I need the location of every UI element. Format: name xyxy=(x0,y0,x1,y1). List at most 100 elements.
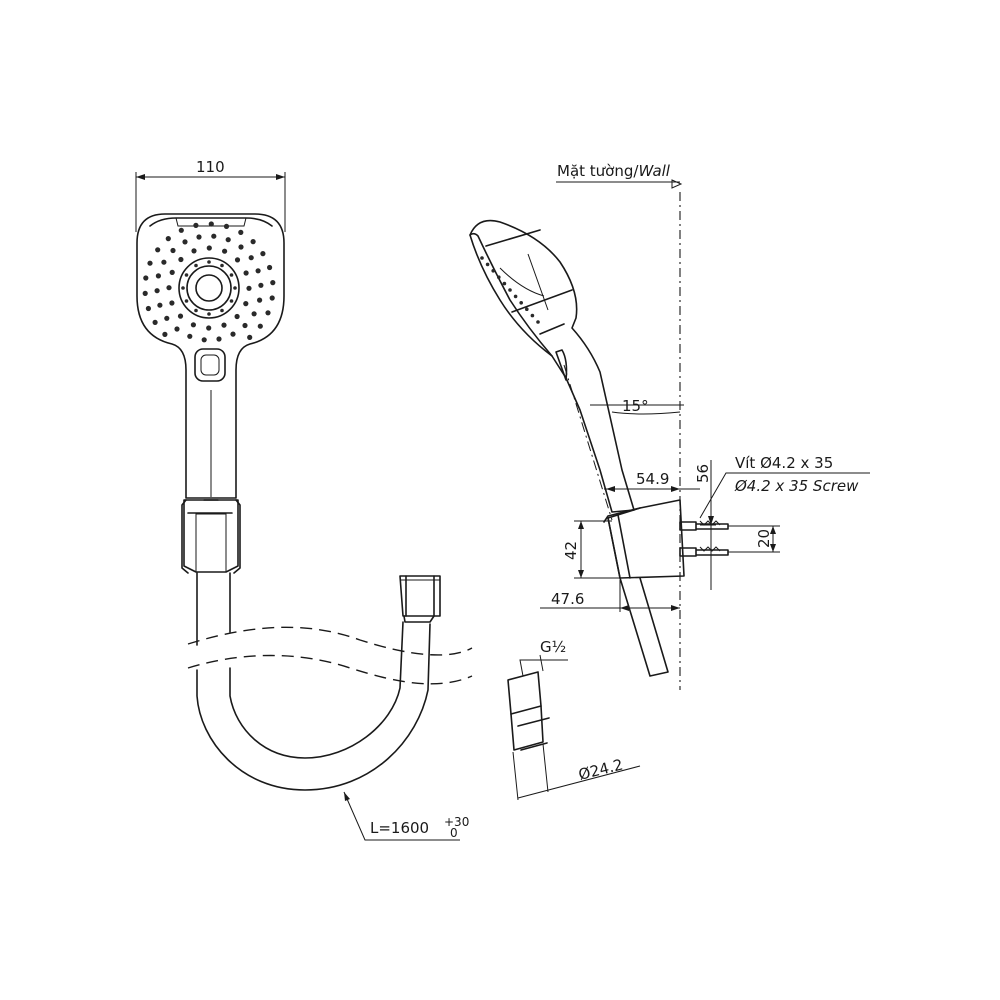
center-ring-mid xyxy=(186,265,232,311)
nozzle-hole xyxy=(193,222,199,228)
label-dim-42: 42 xyxy=(562,541,580,560)
side-holder-edges xyxy=(607,514,631,579)
nozzle-hole xyxy=(225,237,231,243)
nozzle-hole xyxy=(208,221,214,227)
nozzle-hole xyxy=(164,315,170,321)
nozzle-hole xyxy=(170,247,176,254)
label-tolerance-lower: 0 xyxy=(450,826,458,840)
nozzle-hole xyxy=(142,290,148,296)
head-bevel xyxy=(149,217,273,227)
ring-nozzle xyxy=(229,299,234,303)
label-width-110: 110 xyxy=(196,158,225,176)
label-dim-54-9: 54.9 xyxy=(636,470,669,488)
label-dim-20: 20 xyxy=(755,529,773,548)
ring-nozzle xyxy=(220,263,224,268)
nozzle-hole xyxy=(154,288,160,294)
label-tolerance-upper: +30 xyxy=(444,815,469,829)
side-nozzles xyxy=(480,256,540,324)
ring-nozzle xyxy=(181,286,185,290)
nozzle-hole xyxy=(238,229,244,235)
nozzle-hole xyxy=(190,322,196,328)
ring-nozzle xyxy=(194,263,198,268)
fitting-detail: G½ Ø24.2 xyxy=(507,638,641,801)
label-dim-56: 56 xyxy=(694,464,712,483)
front-view: 110 xyxy=(135,158,473,841)
nozzle-hole xyxy=(222,248,228,254)
ring-nozzle xyxy=(184,273,189,277)
nozzle-hole xyxy=(246,285,252,291)
nozzle-hole xyxy=(255,268,261,274)
nozzle-hole xyxy=(211,233,217,239)
angle-arc xyxy=(611,411,681,415)
nozzle-hole xyxy=(265,310,271,316)
nozzle-hole xyxy=(145,305,151,312)
side-nozzle xyxy=(525,307,529,312)
nozzle-hole xyxy=(174,326,180,332)
nozzle-hole xyxy=(270,280,276,286)
nozzle-hole xyxy=(238,244,244,250)
svg-text:Mặt tường/Wall: Mặt tường/Wall xyxy=(557,162,671,180)
center-ring-outer xyxy=(178,257,240,319)
nozzle-hole xyxy=(161,259,167,265)
nozzle-hole xyxy=(157,302,163,308)
ring-nozzle xyxy=(194,308,198,313)
dimension-54-9: 54.9 xyxy=(604,470,700,492)
wall-label: Mặt tường/Wall xyxy=(556,162,683,189)
nozzle-hole xyxy=(152,319,158,325)
nozzle-hole xyxy=(234,313,240,320)
side-face-detail xyxy=(499,253,549,311)
label-wall-italic: Wall xyxy=(638,162,670,180)
nozzle-hole xyxy=(242,322,248,329)
nozzle-hole xyxy=(258,282,264,288)
ring-nozzle xyxy=(207,312,211,316)
label-angle-15: 15° xyxy=(622,397,649,415)
dimension-width-110: 110 xyxy=(135,158,286,232)
nozzle-hole xyxy=(165,236,171,242)
nozzle-holes xyxy=(142,221,276,343)
ring-nozzle xyxy=(220,308,224,313)
label-dim-47-6: 47.6 xyxy=(551,590,584,608)
center-ring-inner xyxy=(195,274,223,302)
side-centerline xyxy=(563,364,613,521)
nozzle-hole xyxy=(230,331,236,337)
side-nozzle xyxy=(502,281,507,286)
label-thread-size: G½ xyxy=(540,638,566,656)
screws xyxy=(679,520,729,557)
side-view: Mặt tường/Wall 15° xyxy=(469,162,870,690)
side-detail-lines xyxy=(485,229,573,335)
dimension-56: 56 xyxy=(694,460,716,590)
nozzle-hole xyxy=(201,337,207,343)
side-nozzle xyxy=(491,269,496,273)
screw-callout: Vít Ø4.2 x 35 Ø4.2 x 35 Screw xyxy=(699,454,870,519)
ring-nozzles xyxy=(181,260,237,316)
nozzle-hole xyxy=(269,295,275,301)
nozzle-hole xyxy=(155,273,161,279)
nozzle-hole xyxy=(166,285,172,291)
side-hose xyxy=(619,577,669,677)
label-hose-length: L=1600 xyxy=(370,819,429,837)
dimension-47-6: 47.6 xyxy=(540,580,680,612)
nozzle-hole xyxy=(260,251,266,257)
nozzle-hole xyxy=(169,300,175,306)
label-screw-vn: Vít Ø4.2 x 35 xyxy=(735,454,833,472)
mode-button-inner xyxy=(200,354,220,376)
side-nozzle xyxy=(508,288,512,292)
label-wall-prefix: Mặt tường/ xyxy=(557,162,639,180)
side-head-outline xyxy=(469,219,635,513)
side-nozzle xyxy=(519,301,523,305)
ring-nozzle xyxy=(207,260,211,264)
nozzle-hole xyxy=(257,297,263,303)
nozzle-hole xyxy=(247,334,253,340)
nozzle-hole xyxy=(196,234,202,240)
nozzle-hole xyxy=(187,333,193,339)
nozzle-hole xyxy=(206,245,212,251)
nozzle-hole xyxy=(223,223,230,229)
nozzle-hole xyxy=(169,269,175,275)
nozzle-hole xyxy=(182,239,188,245)
nozzle-hole xyxy=(178,227,184,233)
nozzle-hole xyxy=(234,257,241,263)
nozzle-hole xyxy=(206,325,212,331)
nozzle-hole xyxy=(178,256,184,263)
nozzle-hole xyxy=(257,323,263,329)
